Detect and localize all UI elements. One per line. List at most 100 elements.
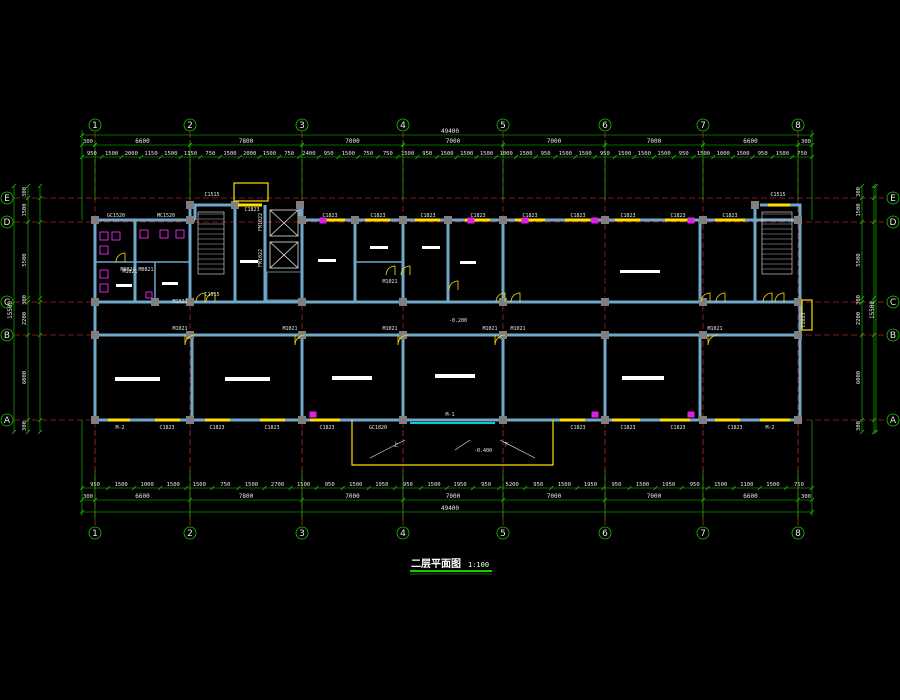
door-swing — [294, 334, 306, 346]
plan-label: M-1 — [445, 412, 454, 418]
plan-label: 下 — [503, 442, 508, 448]
dim-text: 1500 — [657, 151, 670, 157]
plan-label: C1823 — [322, 213, 337, 219]
column — [91, 298, 99, 306]
dim-text: 1150 — [184, 151, 197, 157]
door-swing — [707, 334, 719, 346]
dim-text: 750 — [284, 151, 294, 157]
dim-tick — [314, 485, 319, 491]
dim-tick — [25, 417, 31, 423]
door-swing — [385, 265, 396, 276]
dim-text: 49400 — [441, 505, 459, 512]
dim-tick — [157, 485, 163, 491]
axis-bubble — [295, 118, 309, 132]
door-swing — [700, 292, 711, 303]
door-swing — [400, 265, 411, 276]
dim-tick — [770, 154, 775, 160]
plan-label: C1823 — [670, 213, 685, 219]
dim-text: 7000 — [547, 493, 562, 500]
dim-tick — [789, 154, 795, 160]
dim-tick — [257, 154, 262, 160]
dim-text: 950 — [541, 151, 551, 157]
dim-text: 7000 — [446, 493, 461, 500]
door-swing — [184, 334, 196, 346]
dim-text: 1500 — [401, 151, 414, 157]
plan-label: C1823 — [570, 425, 585, 431]
door-swing — [494, 334, 506, 346]
door-swing — [195, 292, 206, 303]
dim-tick — [37, 417, 43, 423]
plan-label: M0821 — [120, 267, 135, 273]
column — [186, 201, 194, 209]
dim-tick — [25, 299, 31, 305]
plan-label: FM1022 — [258, 249, 264, 267]
column — [499, 298, 507, 306]
axis-label: 1 — [92, 529, 98, 539]
entrance-canopy — [351, 420, 554, 466]
axis-bubble — [496, 526, 510, 540]
dim-tick — [37, 332, 43, 338]
dim-text: 7800 — [239, 138, 254, 145]
dim-tick — [277, 154, 282, 160]
dim-tick — [494, 154, 499, 160]
dim-text: 300 — [22, 421, 28, 431]
dim-text: 1000 — [500, 151, 513, 157]
dim-tick — [679, 485, 684, 491]
dim-text: 7000 — [345, 493, 360, 500]
dim-text: 2000 — [125, 151, 138, 157]
dim-tick — [119, 154, 124, 160]
dim-text: 300 — [83, 139, 93, 145]
dim-text: 950 — [325, 482, 335, 488]
dim-text: 1950 — [375, 482, 388, 488]
dim-text: 2200 — [856, 312, 862, 325]
dim-tick — [871, 429, 877, 435]
plan-label: C1823 — [420, 213, 435, 219]
dim-tick — [470, 485, 476, 491]
axis-bubble — [696, 118, 710, 132]
dim-tick — [454, 154, 460, 160]
dim-text: 1500 — [558, 482, 571, 488]
plan-label: M1021 — [707, 326, 722, 332]
axis-bubble — [886, 295, 900, 309]
dim-tick — [553, 154, 558, 160]
dim-text: 950 — [87, 151, 97, 157]
column — [91, 416, 99, 424]
column — [298, 298, 306, 306]
axis-bubble — [886, 215, 900, 229]
dim-text: 5500 — [22, 253, 28, 266]
dim-text: 300 — [83, 494, 93, 500]
column — [444, 216, 452, 224]
column — [91, 216, 99, 224]
dim-tick — [444, 485, 450, 491]
axis-bubble — [0, 191, 14, 205]
plan-label: MC1520 — [157, 213, 175, 219]
axis-bubble — [598, 526, 612, 540]
axis-bubble — [886, 191, 900, 205]
axis-label: 5 — [500, 121, 506, 131]
dim-text: 15500 — [869, 301, 876, 319]
plan-label: GC1820 — [369, 425, 387, 431]
axis-bubble — [696, 526, 710, 540]
dim-tick — [340, 485, 345, 491]
dim-text: 1500 — [766, 482, 779, 488]
dim-tick — [25, 195, 31, 201]
dim-tick — [859, 417, 865, 423]
dim-text: 7000 — [647, 138, 662, 145]
axis-label: D — [890, 218, 897, 228]
dim-tick — [522, 485, 528, 491]
axis-label: B — [890, 331, 896, 341]
dim-tick — [871, 417, 877, 423]
dim-text: 1500 — [638, 151, 651, 157]
structural-columns — [91, 201, 802, 424]
dim-text: 300 — [801, 139, 811, 145]
dim-tick — [859, 219, 865, 225]
column — [601, 216, 609, 224]
column — [231, 201, 239, 209]
plan-label: M-2 — [765, 425, 774, 431]
plan-label: C1515 — [770, 192, 785, 198]
column — [186, 416, 194, 424]
column — [794, 216, 802, 224]
door-swing — [510, 292, 521, 303]
plan-label: M1021 — [172, 299, 187, 305]
axis-bubble — [496, 118, 510, 132]
